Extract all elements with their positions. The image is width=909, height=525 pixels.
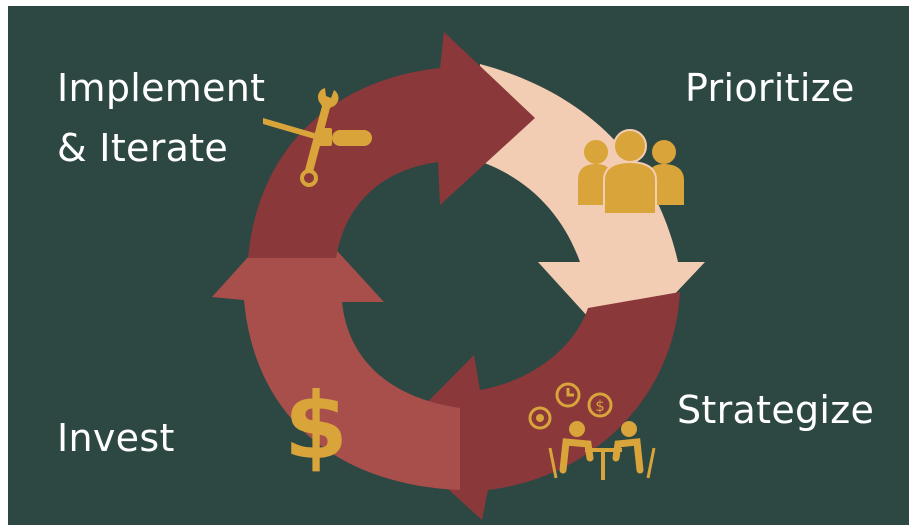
meeting-icon: $	[528, 382, 656, 480]
invest-arrow	[212, 205, 460, 490]
implement-label-line1: Implement	[57, 66, 266, 110]
invest-label: Invest	[57, 416, 175, 460]
svg-text:$: $	[284, 373, 348, 480]
prioritize-arrow	[480, 64, 705, 352]
people-group-icon	[578, 129, 684, 215]
implement-arrow	[248, 32, 535, 258]
strategize-arrow	[392, 292, 680, 520]
tools-icon	[263, 88, 372, 187]
dollar-icon: $	[284, 373, 348, 480]
strategize-label: Strategize	[677, 388, 875, 432]
implement-label: Implement & Iterate	[57, 58, 265, 178]
svg-text:$: $	[595, 397, 605, 415]
implement-label-line2: & Iterate	[57, 126, 229, 170]
prioritize-label: Prioritize	[685, 66, 855, 110]
